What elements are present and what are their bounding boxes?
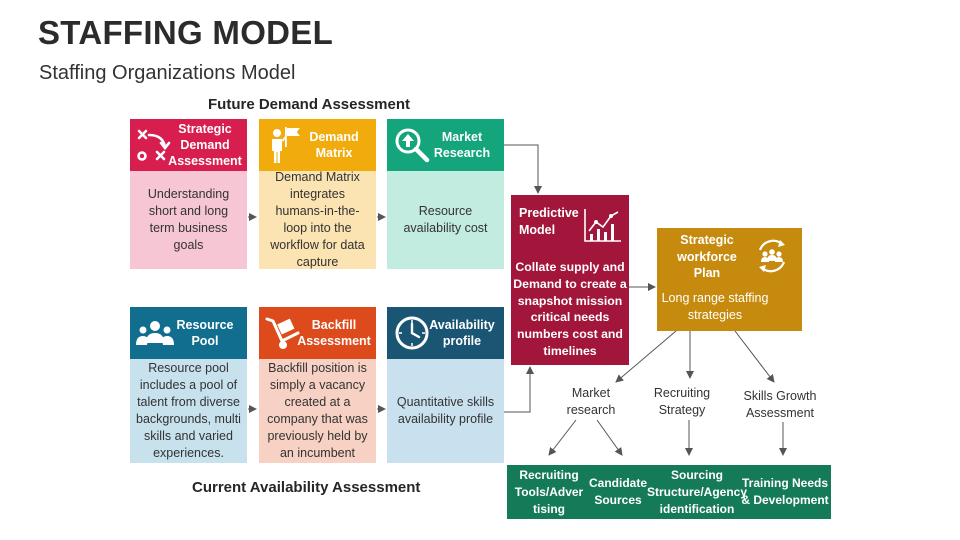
card-strategic-demand: Strategic Demand Assessment Understandin… — [130, 119, 247, 269]
card-header: Strategic Demand Assessment — [130, 119, 247, 171]
branch-skills-growth: Skills Growth Assessment — [743, 389, 817, 420]
card-header: Demand Matrix — [259, 119, 376, 171]
card-backfill-assessment: Backfill Assessment Backfill position is… — [259, 307, 376, 463]
person-flag-icon — [272, 127, 300, 163]
card-title: Resource Pool — [176, 318, 234, 348]
page-subtitle: Staffing Organizations Model — [39, 62, 296, 84]
team-cycle-icon — [758, 239, 786, 273]
card-body: Resource availability cost — [387, 171, 504, 269]
strategic-plan-body: Long range staffing strategies — [661, 291, 769, 322]
card-title: Availability profile — [429, 318, 495, 348]
card-title: Demand Matrix — [309, 130, 359, 160]
card-market-research: Market Research Resource availability co… — [387, 119, 504, 269]
card-body: Demand Matrix integrates humans-in-the-l… — [259, 170, 376, 269]
future-demand-label: Future Demand Assessment — [208, 96, 411, 113]
card-body: Backfill position is simply a vacancy cr… — [259, 359, 376, 463]
clock-icon — [395, 316, 429, 350]
card-title: Backfill Assessment — [297, 318, 371, 348]
people-group-icon — [136, 321, 174, 345]
outcome-sourcing-structure: Sourcing Structure/Agency identification — [646, 467, 748, 516]
card-header: Resource Pool — [130, 307, 247, 359]
strategic-plan-title: Strategic workforce Plan — [677, 233, 737, 280]
card-header: Backfill Assessment — [259, 307, 376, 359]
trolley-icon — [265, 317, 300, 349]
chart-icon — [584, 209, 621, 242]
card-availability-profile: Availability profile Quantitative skills… — [387, 307, 504, 463]
card-body: Understanding short and long term busine… — [130, 171, 247, 269]
card-body: Resource pool includes a pool of talent … — [130, 359, 247, 463]
card-body: Quantitative skills availability profile — [387, 359, 504, 463]
outcome-recruiting-tools: Recruiting Tools/Adver tising — [514, 467, 584, 516]
search-arrow-icon — [395, 128, 430, 163]
card-resource-pool: Resource Pool Resource pool includes a p… — [130, 307, 247, 463]
predictive-model-box: Predictive Model Collate supply and Dema… — [511, 195, 629, 365]
card-title: Market Research — [433, 130, 491, 160]
branch-market-research: Market research — [566, 386, 616, 417]
predictive-model-title: Predictive Model — [519, 206, 579, 237]
page-title: STAFFING MODEL — [38, 14, 334, 51]
outcome-candidate-sources: Candidate Sources — [588, 476, 647, 507]
outcomes-bar: Recruiting Tools/Adver tising Candidate … — [507, 465, 831, 519]
card-demand-matrix: Demand Matrix Demand Matrix integrates h… — [259, 119, 376, 269]
card-title: Strategic Demand Assessment — [168, 122, 242, 168]
branch-recruiting-strategy: Recruiting Strategy — [653, 386, 711, 417]
card-header: Availability profile — [387, 307, 504, 359]
outcome-training-needs: Training Needs & Development — [741, 476, 829, 507]
predictive-model-body: Collate supply and Demand to create a sn… — [513, 260, 627, 358]
card-header: Market Research — [387, 119, 504, 171]
strategy-play-icon — [137, 129, 171, 161]
current-availability-label: Current Availability Assessment — [192, 479, 421, 496]
strategic-workforce-plan-box: Strategic workforce Plan Long range staf… — [657, 228, 802, 331]
